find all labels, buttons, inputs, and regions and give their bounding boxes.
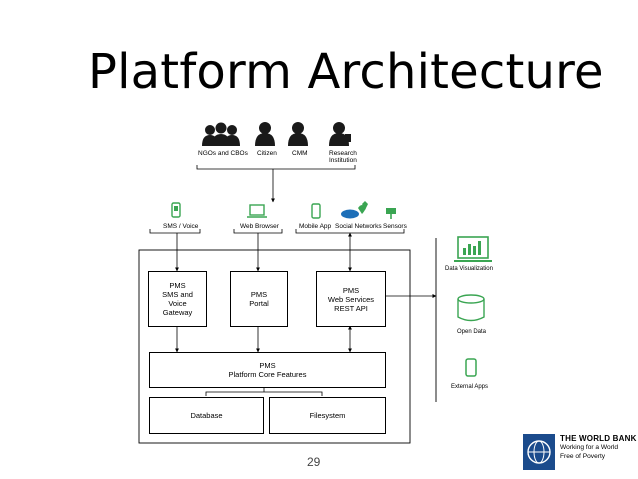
core-features-box: PMS Platform Core Features (149, 352, 386, 388)
user-label-cmm: CMM (292, 150, 308, 157)
user-label-research: Research Institution (329, 150, 357, 164)
output-label-external-apps: External Apps (451, 384, 489, 390)
channel-label-browser: Web Browser (240, 223, 279, 230)
mobile-app-icon (311, 203, 321, 219)
user-label-ngos: NGOs and CBOs (198, 150, 248, 157)
cmm-icon (288, 122, 308, 146)
channel-label-mobile: Mobile App (299, 223, 332, 230)
filesystem-box: Filesystem (269, 397, 386, 434)
research-institution-icon (329, 122, 351, 146)
open-data-icon (457, 294, 485, 322)
world-bank-logo: THE WORLD BANK Working for a World Free … (560, 434, 637, 460)
world-bank-logo-icon (523, 434, 555, 470)
sms-bracket (149, 229, 201, 234)
channel-label-sensors: Sensors (383, 223, 407, 230)
portal-box: PMS Portal (230, 271, 288, 327)
user-label-citizen: Citizen (257, 150, 277, 157)
web-browser-icon (247, 204, 267, 218)
users-bracket (196, 165, 356, 170)
platform-container (138, 249, 411, 444)
output-label-open-data: Open Data (457, 329, 487, 335)
external-apps-icon (465, 358, 477, 377)
data-visualization-icon (454, 236, 492, 262)
sms-voice-gateway-box: PMS SMS and Voice Gateway (148, 271, 207, 327)
page-title: Platform Architecture (88, 44, 604, 100)
sensors-icon (386, 208, 396, 219)
database-box: Database (149, 397, 264, 434)
page-number: 29 (307, 455, 321, 469)
ngos-cbos-icon (202, 122, 240, 146)
web-services-box: PMS Web Services REST API (316, 271, 386, 327)
social-networks-icon (341, 201, 368, 219)
output-label-visualization: Data Visualization (445, 266, 493, 272)
sms-phone-icon (171, 202, 181, 218)
channel-label-sms: SMS / Voice (163, 223, 199, 230)
citizen-icon (255, 122, 275, 146)
channel-label-social: Social Networks (335, 223, 382, 230)
